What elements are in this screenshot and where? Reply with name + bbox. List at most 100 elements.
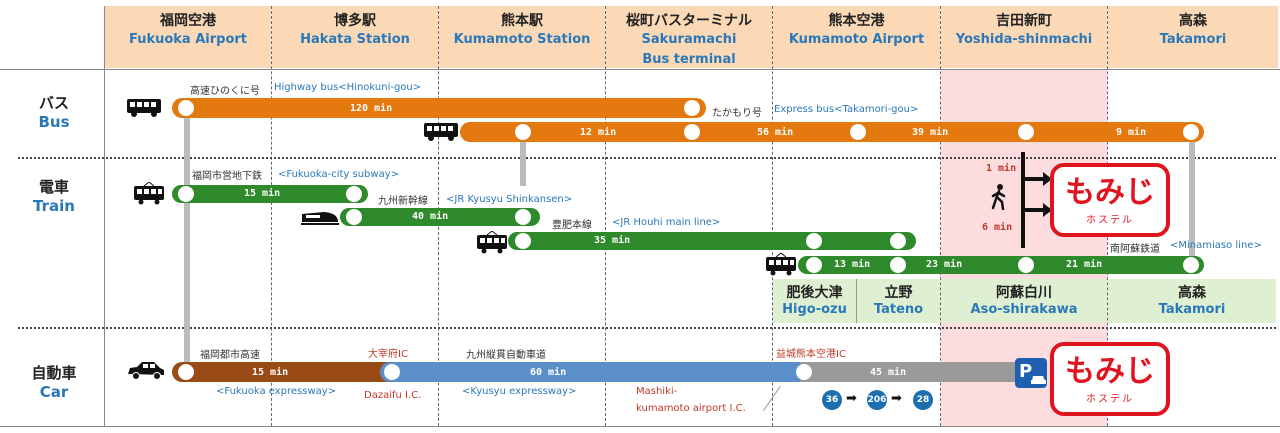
car-icon [128, 362, 164, 380]
fukuoka-expressway-route [172, 362, 402, 382]
transfer-connector [184, 200, 190, 370]
stop-node [515, 124, 531, 140]
local-road-time: 45 min [870, 367, 907, 378]
bus-icon [127, 99, 161, 117]
walking-person-icon [991, 184, 1006, 210]
mashiki-ic-label-jp: 益城熊本空港IC [776, 349, 846, 360]
hinokuni-time: 120 min [350, 103, 393, 114]
walk-path-vertical [1021, 152, 1025, 248]
bottom-border [0, 426, 1280, 427]
row-divider [18, 327, 1276, 329]
bus-segment-time: 39 min [912, 127, 949, 138]
takamori-bus-label-jp: たかもり号 [712, 108, 762, 119]
momiji-hostel-logo: もみじホステル [1050, 342, 1170, 416]
dazaifu-ic-label-jp: 大宰府IC [368, 349, 408, 360]
stop-node [890, 233, 906, 249]
minamiaso-label-jp: 南阿蘇鉄道 [1110, 244, 1160, 255]
walk-path-top [1021, 177, 1045, 181]
column-divider [940, 6, 941, 426]
kyusyu-expressway-label-jp: 九州縦貫自動車道 [466, 350, 546, 361]
fukuoka-expressway-label-jp: 福岡都市高速 [200, 350, 260, 361]
column-divider [772, 6, 773, 426]
stop-node [346, 209, 362, 225]
mashiki-ic-label-en2: kumamoto airport I.C. [636, 403, 746, 414]
kyusyu-expressway-label-en: <Kyusyu expressway> [462, 386, 577, 397]
interchange-node [384, 364, 400, 380]
minamiaso-segment-time: 13 min [834, 259, 871, 270]
minamiaso-segment-time: 23 min [926, 259, 963, 270]
shinkansen-label-en: <JR Kyusyu Shinkansen> [446, 194, 573, 205]
column-divider [605, 6, 606, 426]
route-36-sign: 36 [822, 390, 842, 410]
transfer-connector [1189, 140, 1195, 264]
stop-node [515, 233, 531, 249]
bus-segment-time: 9 min [1116, 127, 1147, 138]
subway-label-en: <Fukuoka-city subway> [278, 169, 400, 180]
momiji-hostel-logo: もみじホステル [1050, 163, 1170, 237]
stop-node [178, 186, 194, 202]
transfer-connector [520, 140, 526, 186]
local-road-route [800, 362, 1030, 382]
houhi-label-en: <JR Houhi main line> [612, 217, 721, 228]
stop-node [806, 257, 822, 273]
hinokuni-label-jp: 高速ひのくに号 [190, 86, 260, 97]
shinkansen-icon [301, 212, 339, 225]
kyusyu-expressway-time: 60 min [530, 367, 567, 378]
route-arrow: ➡ [891, 391, 902, 406]
parking-icon: P [1015, 358, 1047, 388]
subway-label-jp: 福岡市営地下鉄 [192, 171, 262, 182]
shinkansen-time: 40 min [412, 211, 449, 222]
stop-node [850, 124, 866, 140]
hinokuni-bus-route [172, 98, 706, 118]
bus-segment-time: 56 min [757, 127, 794, 138]
stop-node [1018, 257, 1034, 273]
fukuoka-expressway-time: 15 min [252, 367, 289, 378]
hinokuni-label-en: Highway bus<Hinokuni-gou> [274, 82, 422, 93]
transfer-connector [184, 116, 190, 198]
stop-node [1183, 124, 1199, 140]
column-divider [271, 6, 272, 426]
route-arrow: ➡ [846, 391, 857, 406]
stop-node [1018, 124, 1034, 140]
train-icon [134, 182, 164, 205]
train-icon [477, 231, 507, 254]
stop-node [1183, 257, 1199, 273]
row-divider [18, 157, 1276, 159]
bus-icon [424, 123, 458, 141]
stop-node [515, 209, 531, 225]
interchange-node [796, 364, 812, 380]
route-206-sign: 206 [867, 390, 887, 410]
stop-node [346, 186, 362, 202]
bus-segment-time: 12 min [580, 127, 617, 138]
stop-node [178, 100, 194, 116]
route-28-sign: 28 [913, 390, 933, 410]
minamiaso-label-en: <Minamiaso line> [1170, 240, 1262, 251]
walk-arrow-top [1043, 172, 1052, 186]
svg-text:P: P [1019, 361, 1032, 382]
walk-path-bottom [1021, 208, 1045, 212]
stop-node [684, 124, 700, 140]
takamori-bus-label-en: Express bus<Takamori-gou> [774, 104, 919, 115]
stop-node [890, 257, 906, 273]
header-bottom-border [0, 69, 1280, 70]
walk-time-bottom: 6 min [982, 222, 1013, 233]
shinkansen-label-jp: 九州新幹線 [378, 196, 428, 207]
mashiki-ic-label-en1: Mashiki- [636, 386, 678, 397]
stop-node [806, 233, 822, 249]
stop-node [684, 100, 700, 116]
shinkansen-route [340, 208, 540, 226]
walk-arrow-bottom [1043, 203, 1052, 217]
